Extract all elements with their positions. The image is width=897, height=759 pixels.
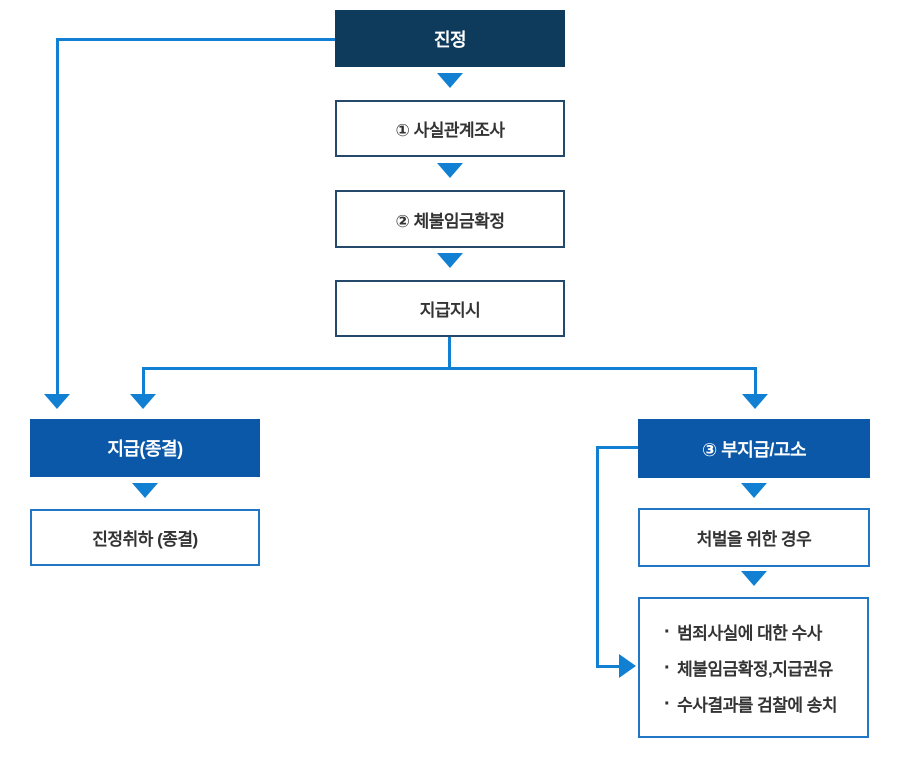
connector-loop-top (596, 446, 638, 449)
connector-loop-stub (596, 665, 620, 668)
arrow-down-icon (130, 394, 156, 409)
connector-branch-horizontal (142, 367, 757, 370)
node-investigation-details: · 범죄사실에 대한 수사 · 체불임금확정,지급권유 · 수사결과를 검찰에 … (638, 597, 869, 738)
detail-text: 수사결과를 검찰에 송치 (677, 696, 838, 715)
arrow-down-icon (437, 73, 463, 88)
detail-item: · 체불임금확정,지급권유 (664, 655, 833, 680)
arrow-down-icon (132, 483, 158, 498)
node-payment-closed: 지급(종결) (30, 419, 260, 477)
node-fact-investigation: ① 사실관계조사 (335, 100, 565, 157)
node-complaint-withdrawal: 진정취하 (종결) (30, 509, 260, 566)
node-label: 진정 (433, 29, 467, 50)
arrow-down-icon (742, 394, 768, 409)
bullet-icon: · (664, 656, 671, 679)
detail-text: 체불임금확정,지급권유 (677, 660, 833, 679)
node-label: ② 체불임금확정 (395, 211, 505, 231)
connector-branch-right-vertical (754, 367, 757, 395)
detail-item: · 수사결과를 검찰에 송치 (664, 691, 838, 716)
bullet-icon: · (664, 620, 671, 643)
detail-text: 범죄사실에 대한 수사 (677, 624, 822, 643)
arrow-down-icon (741, 483, 767, 498)
arrow-down-icon (741, 571, 767, 586)
arrow-right-icon (619, 654, 636, 678)
arrow-down-icon (437, 253, 463, 268)
node-label: 지급지시 (419, 301, 481, 320)
node-nonpayment-accusation: ③ 부지급/고소 (638, 419, 870, 478)
node-label: ① 사실관계조사 (395, 121, 505, 140)
node-unpaid-wage-confirmation: ② 체불임금확정 (335, 190, 565, 248)
node-complaint: 진정 (335, 10, 565, 67)
detail-list: · 범죄사실에 대한 수사 · 체불임금확정,지급권유 · 수사결과를 검찰에 … (640, 619, 867, 716)
node-label: 진정취하 (종결) (92, 530, 198, 549)
node-label: 처벌을 위한 경우 (696, 530, 812, 549)
bullet-icon: · (664, 692, 671, 715)
detail-item: · 범죄사실에 대한 수사 (664, 619, 822, 644)
node-payment-order: 지급지시 (335, 280, 565, 337)
connector-stem-vertical (448, 337, 451, 369)
node-label: ③ 부지급/고소 (701, 439, 807, 460)
node-punishment-case: 처벌을 위한 경우 (638, 508, 870, 567)
arrow-down-icon (437, 163, 463, 178)
connector-start-to-left-horizontal (56, 38, 336, 41)
connector-start-to-left-vertical (56, 38, 59, 395)
connector-loop-vertical (596, 446, 599, 668)
arrow-down-icon (44, 394, 70, 409)
node-label: 지급(종결) (107, 439, 183, 459)
connector-branch-left-vertical (142, 367, 145, 395)
